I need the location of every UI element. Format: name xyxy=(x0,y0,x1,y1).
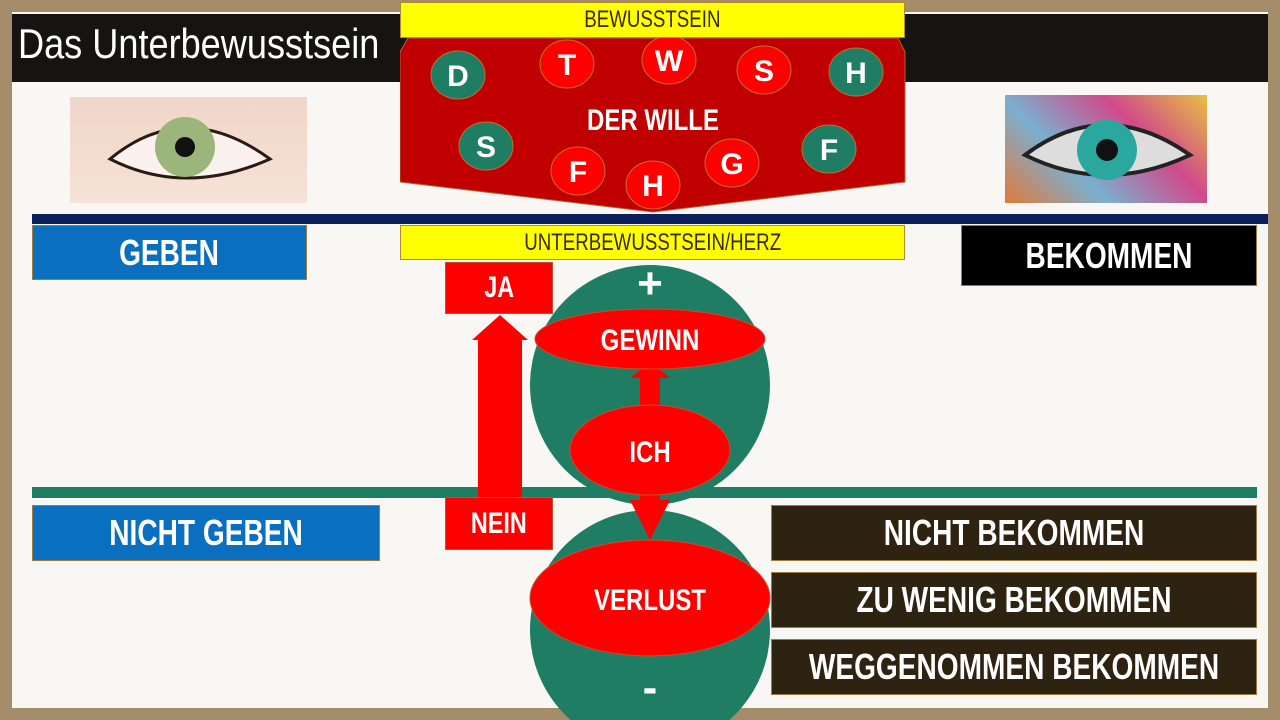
will-circle-w: W xyxy=(641,38,697,85)
weggenommen-bekommen-box: WEGGENOMMEN BEKOMMEN xyxy=(771,639,1257,695)
will-circle-h: H xyxy=(625,160,681,210)
will-circle-letter: F xyxy=(569,156,587,189)
gewinn-ellipse xyxy=(534,308,766,370)
will-circle-letter: D xyxy=(447,60,469,93)
eye-photo-left xyxy=(70,97,307,203)
will-circle-d: D xyxy=(430,50,486,100)
will-circle-g: G xyxy=(704,138,760,188)
will-circle-letter: S xyxy=(754,55,774,88)
will-circle-letter: F xyxy=(820,134,838,167)
will-circle-letter: H xyxy=(845,57,867,90)
eye-icon xyxy=(107,117,273,180)
will-circle-h: H xyxy=(828,47,884,97)
eye-photo-right xyxy=(1005,95,1207,203)
ja-arrow-shaft xyxy=(478,338,522,498)
slide-title: Das Unterbewusstsein xyxy=(18,20,380,67)
nicht-bekommen-box: NICHT BEKOMMEN xyxy=(771,505,1257,561)
nicht-geben-box: NICHT GEBEN xyxy=(32,505,380,561)
plus-sign: + xyxy=(637,259,663,308)
verlust-ellipse xyxy=(529,539,771,657)
ich-label: ICH xyxy=(629,434,670,468)
ich-ellipse xyxy=(569,404,731,496)
zu-wenig-bekommen-box: ZU WENIG BEKOMMEN xyxy=(771,572,1257,628)
will-circle-t: T xyxy=(539,39,595,89)
subconscious-label: UNTERBEWUSSTSEIN/HERZ xyxy=(400,225,905,260)
will-diagram: DER WILLE D T W S H S F H G F xyxy=(400,38,906,213)
will-circle-letter: H xyxy=(642,170,664,203)
will-circle-s: S xyxy=(458,121,514,171)
arrow-down-icon xyxy=(630,500,670,540)
consciousness-divider xyxy=(32,214,1268,224)
will-circle-letter: T xyxy=(558,49,576,82)
will-label: DER WILLE xyxy=(587,102,719,136)
verlust-label: VERLUST xyxy=(594,582,706,616)
consciousness-label: BEWUSSTSEIN xyxy=(400,2,905,38)
gewinn-label: GEWINN xyxy=(601,322,700,356)
arrow-up-icon xyxy=(630,362,670,378)
nein-box: NEIN xyxy=(445,497,553,550)
minus-sign: - xyxy=(643,663,658,712)
ja-box: JA xyxy=(445,262,553,314)
will-circle-letter: S xyxy=(476,131,496,164)
will-circle-f: F xyxy=(550,146,606,196)
bekommen-box: BEKOMMEN xyxy=(961,225,1257,286)
ja-arrow-icon xyxy=(472,315,528,340)
will-circle-s: S xyxy=(736,45,792,95)
will-circle-letter: W xyxy=(655,45,684,78)
geben-box: GEBEN xyxy=(32,225,307,280)
will-circle-letter: G xyxy=(720,148,743,181)
eye-icon xyxy=(1021,120,1194,180)
will-circle-f: F xyxy=(801,124,857,174)
